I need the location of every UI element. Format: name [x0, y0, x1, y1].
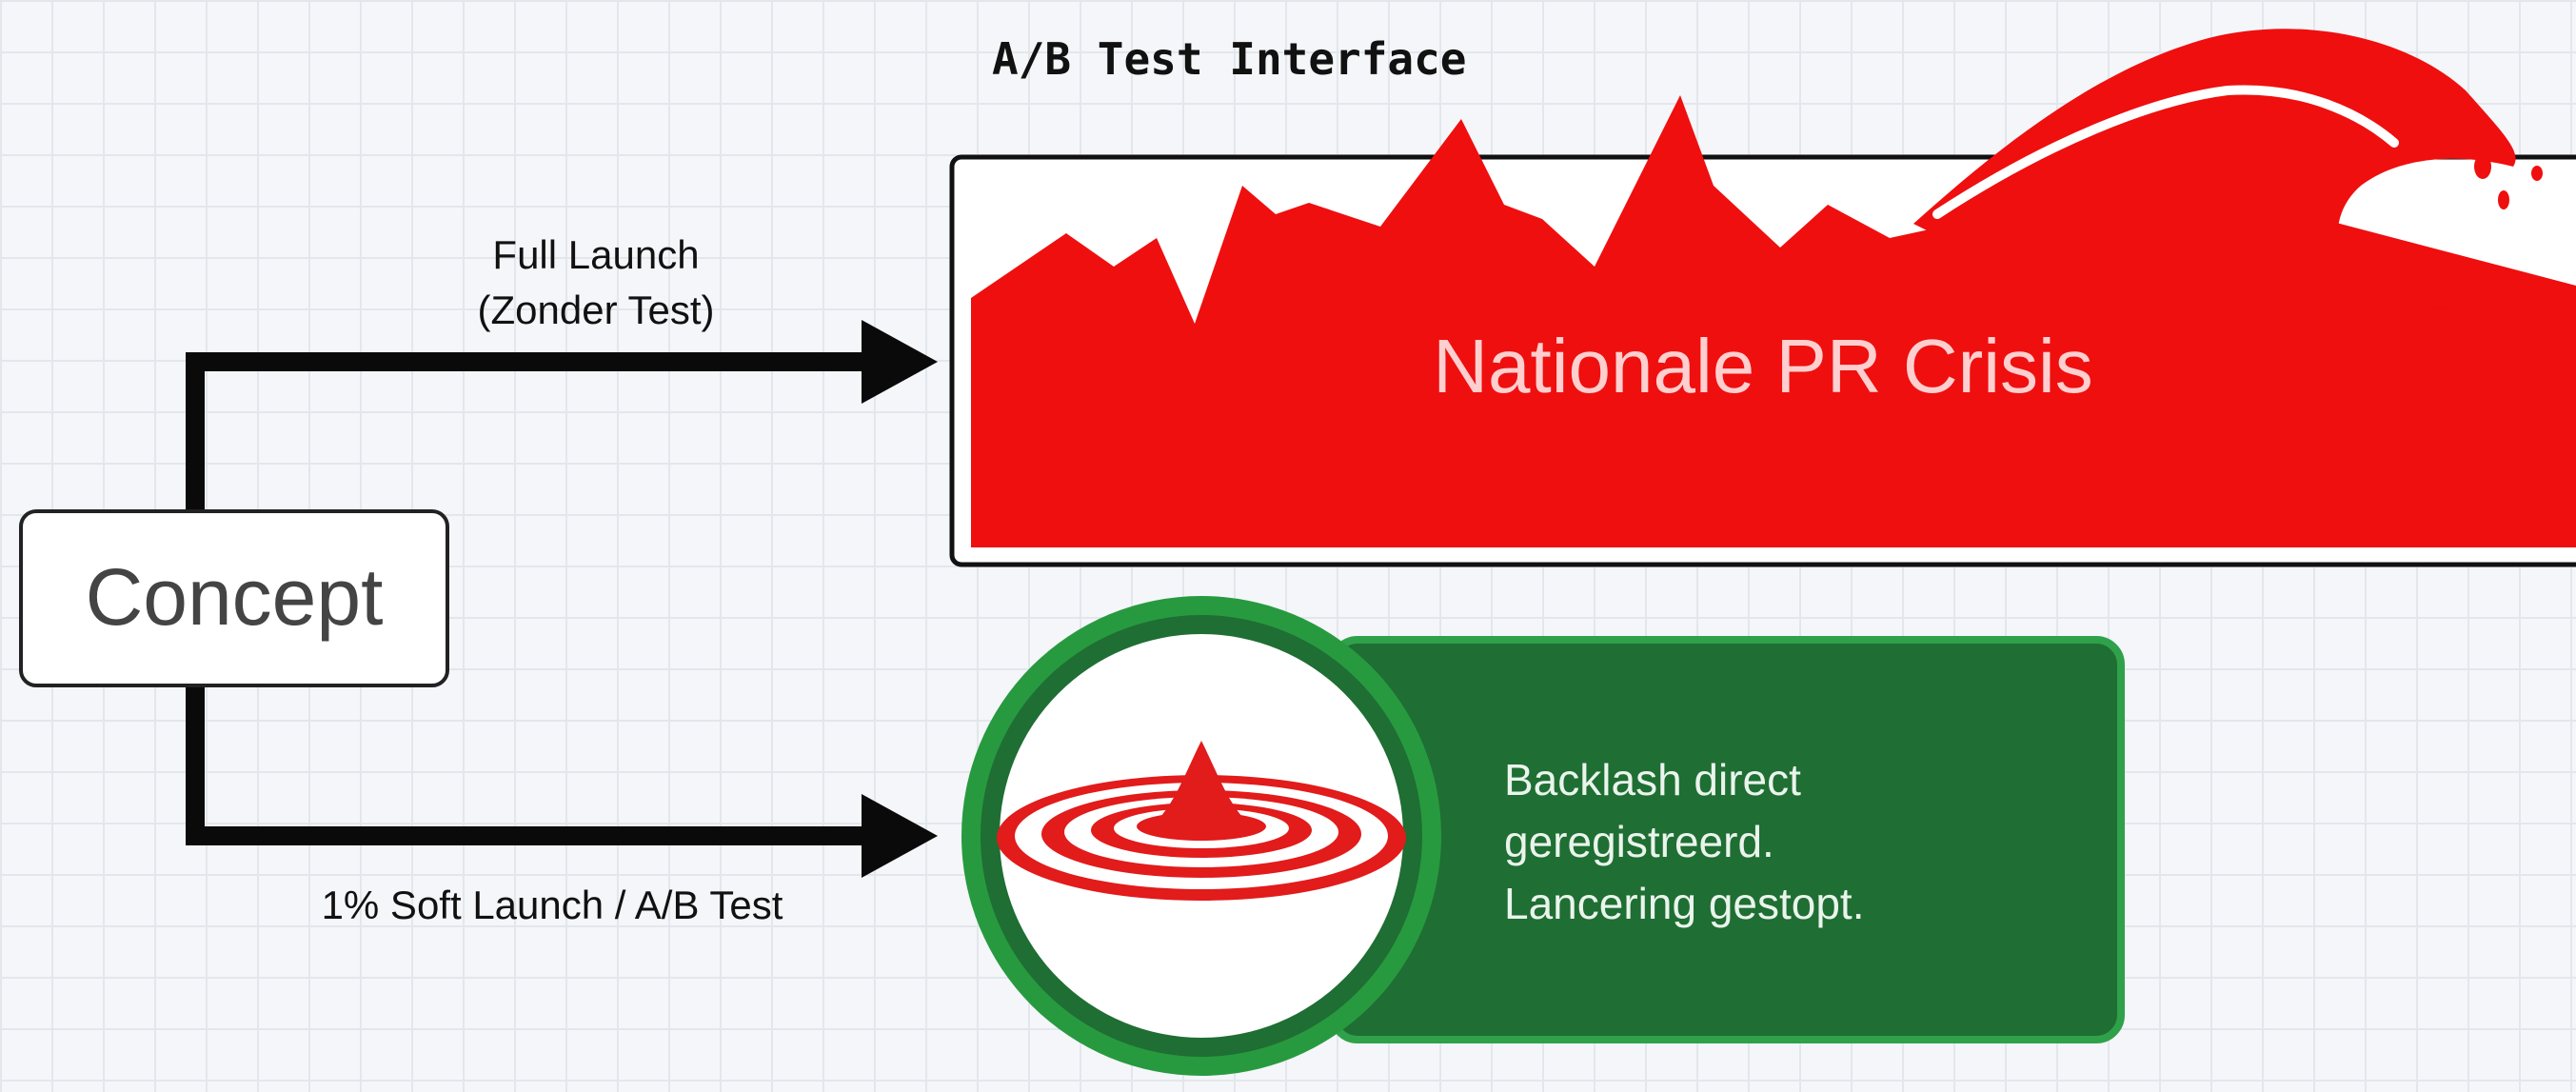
result-node: Backlash direct geregistreerd. Lancering… — [961, 596, 2125, 1076]
crisis-node: Nationale PR Crisis — [949, 29, 2576, 567]
result-text-line3: Lancering gestopt. — [1504, 879, 1865, 928]
full-launch-label-line2: (Zonder Test) — [478, 288, 715, 332]
connectors — [186, 320, 938, 878]
full-launch-connector — [186, 352, 866, 514]
full-launch-arrowhead — [862, 320, 938, 404]
wave-icon — [1913, 29, 2576, 314]
soft-launch-arrowhead — [862, 794, 938, 878]
full-launch-label-line1: Full Launch — [492, 232, 699, 277]
concept-node: Concept — [19, 509, 449, 687]
concept-label: Concept — [86, 552, 384, 642]
result-text-line2: geregistreerd. — [1504, 817, 1774, 866]
crisis-label: Nationale PR Crisis — [1433, 324, 2093, 408]
wave-droplet — [2498, 190, 2509, 209]
ripple-drop-icon — [997, 741, 1406, 901]
wave-droplet — [2474, 154, 2491, 179]
result-text-line1: Backlash direct — [1504, 755, 1801, 804]
soft-launch-label: 1% Soft Launch / A/B Test — [322, 883, 783, 927]
concept-box — [19, 509, 449, 687]
crisis-flame-fill — [971, 95, 2576, 547]
wave-droplet — [2531, 166, 2543, 181]
diagram-title: A/B Test Interface — [992, 33, 1467, 85]
soft-launch-connector — [186, 685, 866, 845]
